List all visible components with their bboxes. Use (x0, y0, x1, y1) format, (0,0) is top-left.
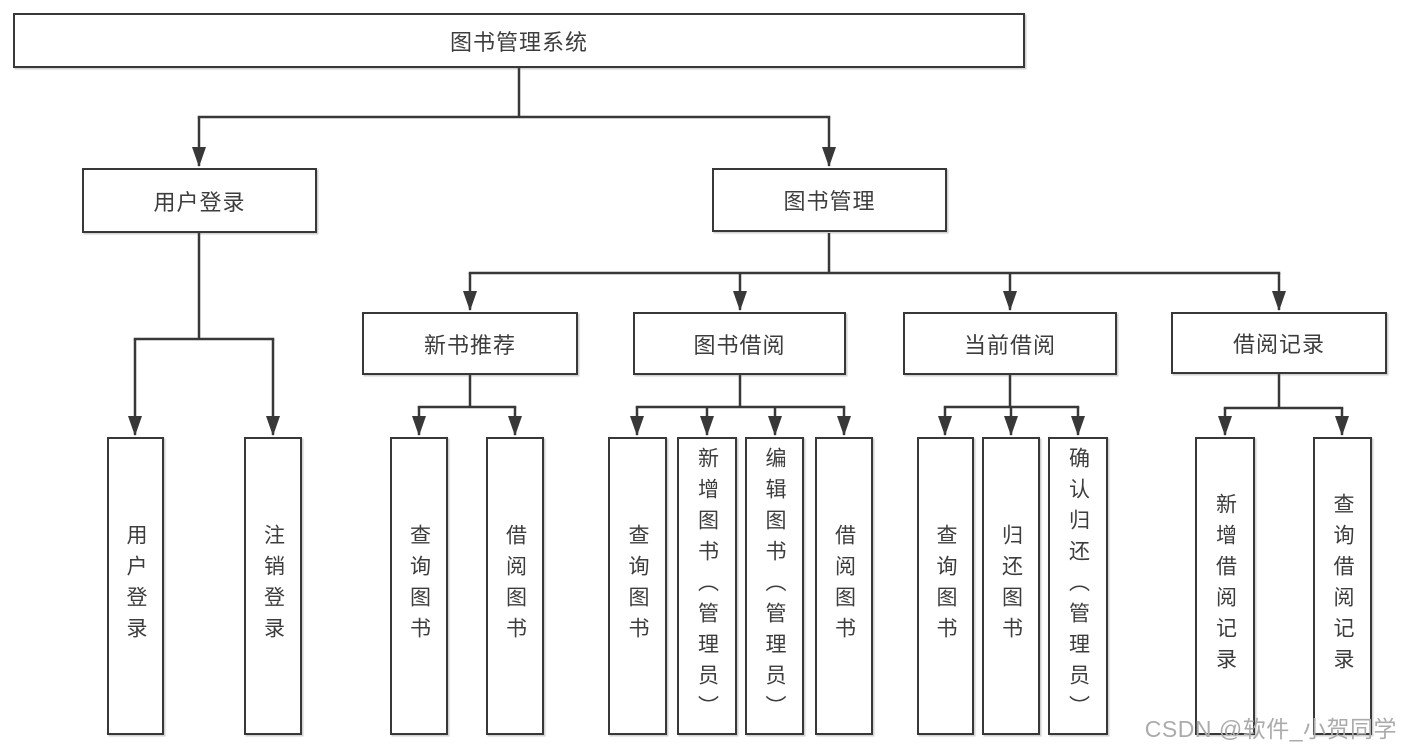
node-current-borrow: 当前借阅 (903, 312, 1117, 375)
node-label: 用户登录 (124, 524, 147, 648)
node-book-borrow: 图书借阅 (633, 312, 846, 375)
node-label: 新增借阅记录 (1213, 493, 1237, 679)
leaf-confirm-return-admin: 确认归还（管理员） (1048, 437, 1108, 735)
leaf-edit-books-admin: 编辑图书（管理员） (745, 437, 804, 735)
node-label: 当前借阅 (963, 332, 1056, 358)
node-label: 图书管理系统 (449, 29, 588, 55)
leaf-query-books: 查询图书 (390, 437, 448, 735)
leaf-logout: 注销登录 (244, 437, 302, 735)
node-user-login: 用户登录 (82, 168, 317, 233)
node-label: 新增图书（管理员） (695, 446, 719, 726)
node-new-book-recommend: 新书推荐 (362, 312, 578, 375)
node-label: 归还图书 (999, 524, 1023, 648)
node-label: 用户登录 (153, 189, 246, 215)
node-label: 图书管理 (783, 189, 876, 214)
leaf-return-books: 归还图书 (982, 437, 1040, 735)
node-label: 借阅记录 (1232, 332, 1325, 357)
node-label: 确认归还（管理员） (1066, 446, 1090, 726)
leaf-query-books: 查询图书 (608, 437, 667, 735)
node-label: 注销登录 (261, 524, 285, 648)
node-label: 查询图书 (626, 524, 649, 648)
node-borrow-records: 借阅记录 (1171, 312, 1387, 374)
node-label: 查询借阅记录 (1331, 493, 1354, 679)
node-book-management: 图书管理 (712, 168, 947, 232)
leaf-borrow-books: 借阅图书 (486, 437, 544, 735)
leaf-add-books-admin: 新增图书（管理员） (677, 437, 737, 735)
node-label: 借阅图书 (832, 524, 856, 648)
node-label: 查询图书 (934, 524, 957, 648)
node-label: 查询图书 (407, 524, 431, 648)
leaf-add-borrow-record: 新增借阅记录 (1195, 437, 1255, 735)
node-label: 编辑图书（管理员） (763, 446, 786, 726)
node-system-root: 图书管理系统 (13, 13, 1025, 68)
leaf-user-login: 用户登录 (107, 437, 164, 735)
csdn-watermark: CSDN @软件_小贺同学 (1144, 716, 1397, 742)
leaf-query-books: 查询图书 (917, 437, 974, 735)
node-label: 图书借阅 (693, 332, 786, 358)
node-label: 新书推荐 (423, 332, 516, 358)
leaf-query-borrow-record: 查询借阅记录 (1313, 437, 1372, 735)
node-label: 借阅图书 (503, 524, 527, 648)
leaf-borrow-books: 借阅图书 (815, 437, 873, 735)
